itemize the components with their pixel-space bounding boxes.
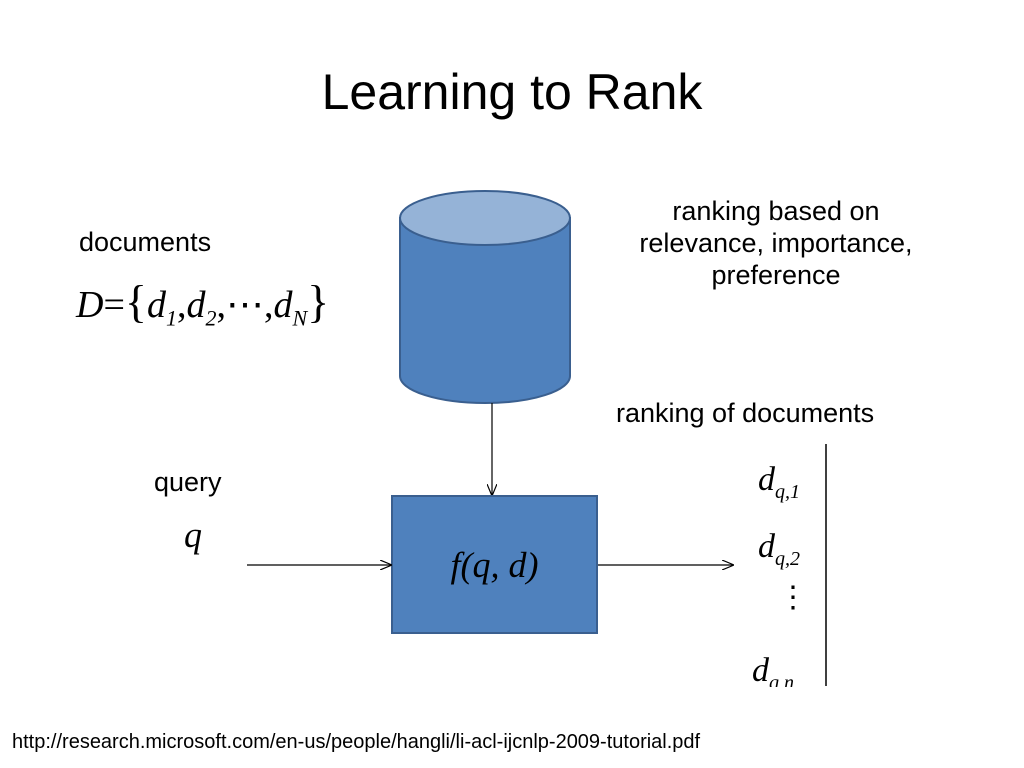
ranking-criteria-line: preference [711, 260, 841, 290]
slide-title: Learning to Rank [321, 64, 703, 120]
ranking-model-box [391, 495, 598, 634]
document-set-formula: D={d1,d2,⋯,dN} [76, 276, 330, 331]
function-args: (q, d) [460, 544, 539, 585]
ranked-document-last-clip: dq,n [740, 645, 840, 687]
documents-label: documents [79, 227, 212, 257]
ranking-function-label: f(q, d) [392, 496, 597, 633]
ranking-criteria-line: relevance, importance, [639, 228, 913, 258]
ranking-of-documents-label: ranking of documents [616, 398, 875, 428]
set-symbol: D [76, 284, 104, 326]
source-url: http://research.microsoft.com/en-us/peop… [12, 731, 701, 753]
query-variable: q [184, 515, 202, 555]
ranking-criteria-note: ranking based on relevance, importance, … [576, 195, 976, 291]
ranking-vertical-ellipsis: ⋮ [778, 581, 808, 614]
query-label: query [154, 467, 222, 497]
ranked-document-2: dq,2 [758, 528, 800, 570]
ranking-criteria-line: ranking based on [672, 196, 880, 226]
function-name: f [450, 544, 461, 585]
ranked-document-last: dq,n [752, 652, 794, 687]
document-database-cylinder [399, 190, 571, 404]
ranked-document-1: dq,1 [758, 461, 800, 503]
